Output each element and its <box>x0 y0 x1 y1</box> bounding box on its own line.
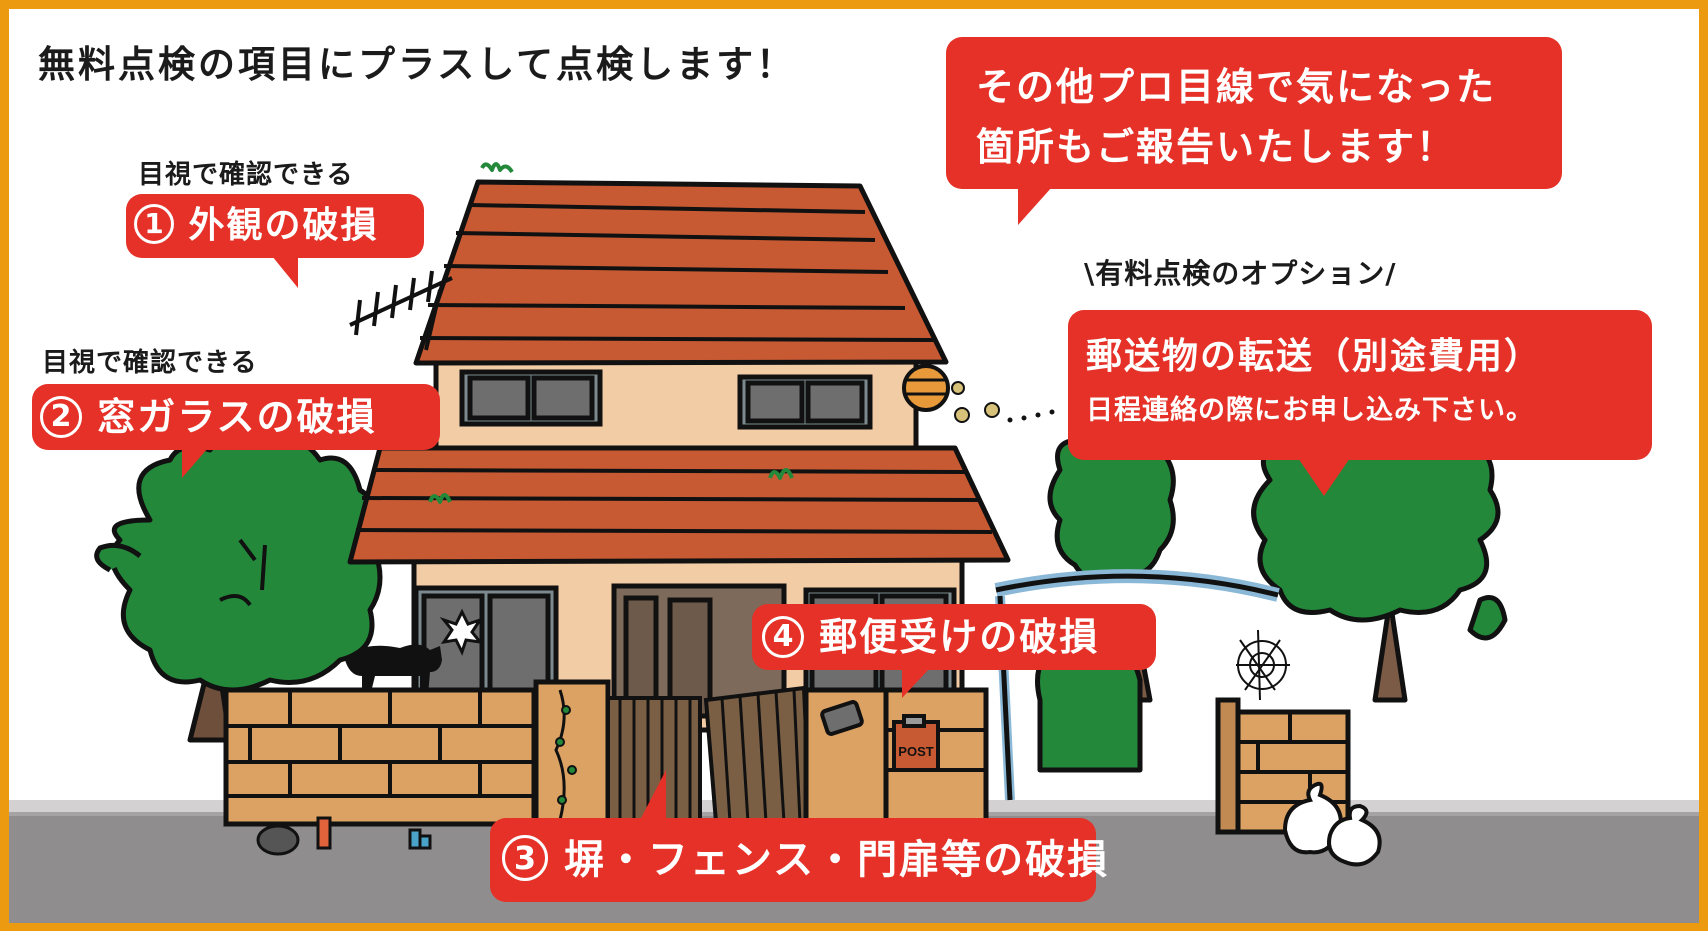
left-tree-icon <box>94 429 383 743</box>
intercom-icon <box>820 700 864 736</box>
option-heading: \有料点検のオプション/ <box>1084 257 1397 290</box>
mailbox-icon: POST <box>892 714 940 772</box>
svg-text:POST: POST <box>898 744 933 759</box>
upper-window-right-icon <box>737 374 873 430</box>
bubble-tail <box>902 668 930 698</box>
litter-icon <box>256 816 432 856</box>
left-brick-wall-icon <box>223 687 537 827</box>
gate-pillar-left-icon <box>533 679 611 829</box>
spider-web-icon <box>1236 629 1290 701</box>
beehive-icon <box>902 364 950 412</box>
report-bubble: その他プロ目線で気になった 箇所もご報告いたします！ <box>946 37 1562 225</box>
item-2-bubble: 2 窓ガラスの破損 <box>32 384 440 478</box>
black-cat-icon <box>345 644 442 696</box>
antenna-icon <box>349 270 453 351</box>
garbage-bags-icon <box>1282 781 1382 867</box>
item-4-bubble: 4 郵便受けの破損 <box>752 604 1156 698</box>
item-4-label: 郵便受けの破損 <box>819 615 1100 659</box>
bubble-tail <box>182 448 208 478</box>
upper-window-left-icon <box>459 369 603 427</box>
bubble-tail <box>1298 458 1350 496</box>
item-2-label: 窓ガラスの破損 <box>97 395 377 439</box>
item-4-number-badge: 4 <box>762 616 804 658</box>
bees-icon <box>951 381 1055 423</box>
bubble-tail <box>1018 187 1052 225</box>
bubble-tail <box>640 770 666 820</box>
report-line-2: 箇所もご報告いたします！ <box>976 125 1457 169</box>
item-3-label: 塀・フェンス・門扉等の破損 <box>563 837 1110 883</box>
item-3-number-badge: 3 <box>502 835 548 881</box>
page-headline: 無料点検の項目にプラスして点検します！ <box>38 43 797 86</box>
report-line-1: その他プロ目線で気になった <box>976 65 1497 109</box>
upper-roof-icon <box>413 162 949 366</box>
item-2-number-badge: 2 <box>40 396 82 438</box>
item-1-bubble: 1 外観の破損 <box>126 194 424 288</box>
item-1-label: 外観の破損 <box>188 205 379 246</box>
item-3-bubble: 3 塀・フェンス・門扉等の破損 <box>490 770 1107 902</box>
item-1-caption: 目視で確認できる <box>138 160 354 190</box>
option-bubble: 郵送物の転送（別途費用） 日程連絡の際にお申し込み下さい。 <box>1068 310 1652 496</box>
item-2-caption: 目視で確認できる <box>42 348 258 378</box>
option-line-2: 日程連絡の際にお申し込み下さい。 <box>1086 395 1534 426</box>
option-line-1: 郵送物の転送（別途費用） <box>1086 336 1543 377</box>
bubble-tail <box>272 256 298 288</box>
item-1-number-badge: 1 <box>134 204 174 244</box>
lower-roof-icon <box>347 445 1011 565</box>
